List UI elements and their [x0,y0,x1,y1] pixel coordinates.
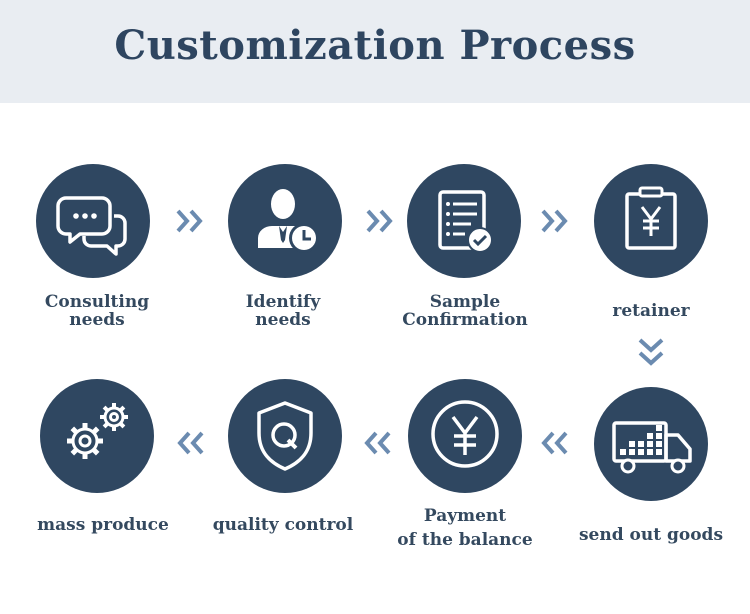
yen-coin-icon [431,400,499,468]
delivery-truck-icon [612,421,692,474]
shield-q-icon [257,401,313,471]
chevron-left-icon [364,431,391,455]
header-band: Customization Process [0,0,750,103]
step-retainer-label: retainer [612,301,690,321]
page-title: Customization Process [114,22,636,69]
chat-bubbles-icon [56,196,127,256]
chevron-right-icon [366,209,393,233]
step-send-circle [594,387,708,501]
step-retainer-circle [594,164,708,278]
step-quality-circle [228,379,342,493]
step-mass-label: mass produce [37,515,169,535]
checklist-document-icon [438,190,493,253]
step-mass-circle [40,379,154,493]
yen-clipboard-icon [625,186,677,250]
chevron-left-icon [177,431,204,455]
step-payment-circle [408,379,522,493]
chevron-right-icon [541,209,568,233]
person-clock-icon [258,189,319,253]
chevron-left-icon [541,431,568,455]
step-quality-label: quality control [212,515,354,535]
chevron-right-icon [176,209,203,233]
step-send-label: send out goods [578,525,724,545]
step-consulting-circle [36,164,150,278]
step-identify-circle [228,164,342,278]
gears-icon [67,403,128,459]
step-sample-circle [407,164,521,278]
chevron-down-icon [638,338,664,366]
